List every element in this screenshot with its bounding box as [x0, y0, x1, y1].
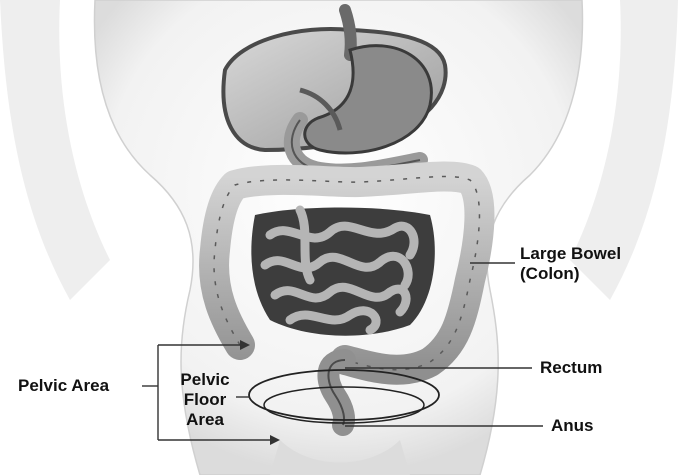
esophagus	[345, 10, 351, 55]
pelvic-floor-label-line2: Floor	[168, 390, 242, 410]
left-arm	[0, 0, 110, 300]
pelvic-area-label: Pelvic Area	[18, 376, 109, 396]
anus-label: Anus	[551, 416, 594, 436]
rectum-label: Rectum	[540, 358, 602, 378]
pelvic-floor-label-line3: Area	[168, 410, 242, 430]
large-bowel-label-line1: Large Bowel	[520, 244, 621, 264]
large-bowel-label-line2: (Colon)	[520, 264, 621, 284]
large-bowel-label: Large Bowel (Colon)	[520, 244, 621, 284]
pelvic-floor-label-line1: Pelvic	[168, 370, 242, 390]
pelvic-floor-label: Pelvic Floor Area	[168, 370, 242, 430]
